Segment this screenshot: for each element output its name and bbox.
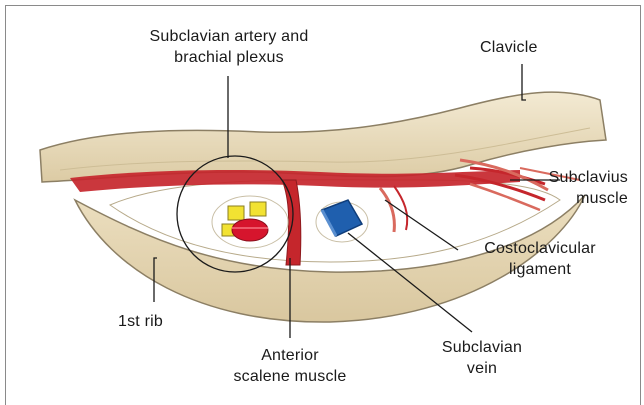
label-clavicle: Clavicle: [480, 37, 538, 58]
label-subclavian-vein: Subclavian vein: [422, 337, 542, 379]
subclavian-artery-and-brachial-plexus: [212, 196, 288, 248]
label-anterior-scalene-muscle: Anterior scalene muscle: [205, 345, 375, 387]
label-subclavius-muscle: Subclavius muscle: [520, 167, 628, 209]
label-costoclavicular-ligament: Costoclavicular ligament: [455, 238, 625, 280]
label-first-rib: 1st rib: [118, 311, 163, 332]
label-subclavian-artery: Subclavian artery and brachial plexus: [100, 26, 358, 68]
